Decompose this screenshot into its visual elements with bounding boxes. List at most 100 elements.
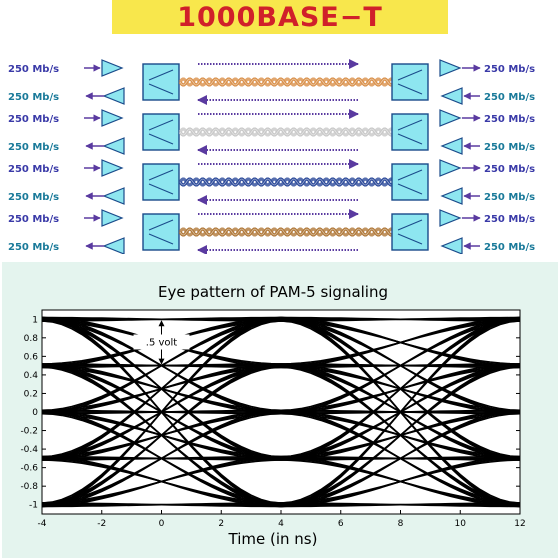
rate-label-rx-right: 250 Mb/s [484,92,535,103]
y-tick-label: -0.2 [20,427,38,437]
hybrid-box-right [391,213,429,251]
y-tick-label: 0.2 [24,389,38,399]
y-tick-label: 0.4 [24,371,39,381]
transmit-amp-right [439,159,462,177]
hybrid-box-left-mark-b [148,133,174,145]
y-tick-label: -0.8 [20,482,38,492]
title-banner: 1000BASE−T [112,0,448,34]
hybrid-box-right-box [391,113,429,151]
transmit-amp-left [101,109,124,127]
receive-amp-right [440,187,463,205]
x-tick-label: 6 [338,519,344,529]
hybrid-box-right-mark-b [397,133,423,145]
twisted-pair-cable-sheen [179,228,393,236]
x-tick-label: -2 [97,519,106,529]
receive-amp-right [440,237,463,254]
voltage-annotation: .5 volt [133,320,190,365]
hybrid-box-right [391,113,429,151]
rate-label-tx-left: 250 Mb/s [8,214,59,225]
y-tick-label: -0.6 [20,464,38,474]
page-title: 1000BASE−T [177,1,383,33]
hybrid-box-left-box [142,113,180,151]
hybrid-box-left-mark-a [148,169,174,181]
cable-diagram: 250 Mb/s 250 Mb/s 250 Mb/s 250 Mb/s 250 Mb/s… [8,59,535,254]
hybrid-box-right-mark-a [397,119,423,131]
hybrid-box-right [391,163,429,201]
y-tick-label: 0 [32,408,38,418]
hybrid-box-left-box [142,63,180,101]
twisted-pair-cable-sheen [179,78,393,86]
twisted-pair-cable-sheen [179,128,393,136]
twisted-pair-cable [178,227,393,237]
twisted-pair-cable-wire-b [178,177,393,187]
x-tick-label: 0 [159,519,165,529]
x-tick-label: 2 [218,519,224,529]
x-tick-label: -4 [38,519,47,529]
hybrid-box-right-mark-b [397,233,423,245]
transmit-amp-right [439,59,462,77]
transmit-amp-left [101,159,124,177]
rate-label-tx-left: 250 Mb/s [8,114,59,125]
rate-label-tx-right: 250 Mb/s [484,114,535,125]
rate-label-tx-right: 250 Mb/s [484,164,535,175]
rate-label-rx-right: 250 Mb/s [484,192,535,203]
hybrid-box-right-box [391,163,429,201]
hybrid-box-right-mark-b [397,83,423,95]
rate-label-tx-left: 250 Mb/s [8,64,59,75]
annotation-arrow-down [158,358,165,365]
hybrid-box-left-mark-a [148,119,174,131]
twisted-pair-cable-wire-b [178,77,393,87]
x-tick-label: 10 [455,519,467,529]
hybrid-box-right-box [391,63,429,101]
transmit-amp-right [439,109,462,127]
annotation-label: .5 volt [146,337,178,348]
twisted-pair-cable-wire-b [178,127,393,137]
twisted-pair-cable-sheen [179,178,393,186]
hybrid-box-right-mark-a [397,219,423,231]
y-tick-label: 1 [32,315,38,325]
receive-amp-left [102,237,125,254]
hybrid-box-right-mark-a [397,169,423,181]
hybrid-box-right-box [391,213,429,251]
annotation-arrow-up [158,320,165,327]
twisted-pair-cable-wire-b [178,227,393,237]
hybrid-box-left-mark-b [148,233,174,245]
hybrid-box-left-mark-a [148,69,174,81]
twisted-pair-cable [178,177,393,187]
hybrid-box-left-mark-b [148,83,174,95]
y-tick-label: 0.6 [24,352,39,362]
receive-amp-left [102,137,125,155]
transmit-amp-left [101,209,124,227]
x-axis-label: Time (in ns) [228,530,318,548]
receive-amp-left [102,87,125,105]
transmit-amp-left [101,59,124,77]
hybrid-box-left [142,63,180,101]
hybrid-box-left-box [142,213,180,251]
rate-label-rx-left: 250 Mb/s [8,192,59,203]
x-tick-label: 8 [398,519,404,529]
rate-label-rx-left: 250 Mb/s [8,92,59,103]
hybrid-box-left [142,213,180,251]
hybrid-box-left-mark-b [148,183,174,195]
hybrid-box-right-mark-a [397,69,423,81]
annotation-bg [133,334,190,350]
transmit-amp-right [439,209,462,227]
hybrid-box-left [142,113,180,151]
receive-amp-left [102,187,125,205]
chart-title: Eye pattern of PAM-5 signaling [158,283,388,301]
rate-label-rx-left: 250 Mb/s [8,242,59,253]
hybrid-box-right [391,63,429,101]
twisted-pair-cable [178,77,393,87]
rate-label-rx-right: 250 Mb/s [484,242,535,253]
hybrid-box-right-mark-b [397,183,423,195]
rate-label-tx-left: 250 Mb/s [8,164,59,175]
receive-amp-right [440,87,463,105]
y-tick-label: -1 [29,501,38,511]
x-tick-label: 12 [514,519,525,529]
hybrid-box-left-mark-a [148,219,174,231]
